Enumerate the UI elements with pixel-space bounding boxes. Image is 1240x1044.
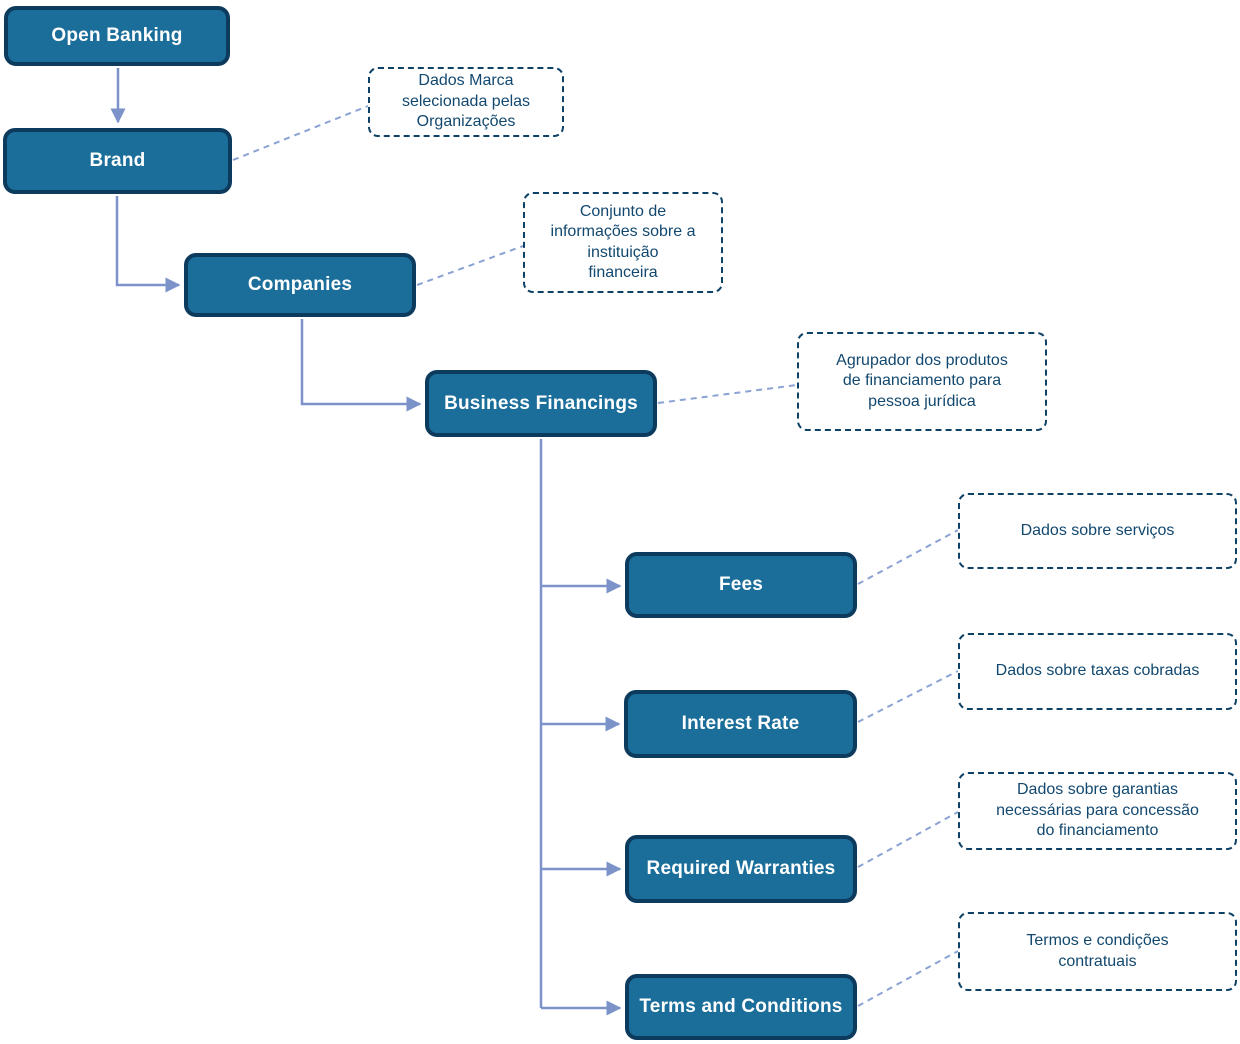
connector-brand-companies — [115, 196, 181, 293]
node-open-banking: Open Banking — [4, 6, 230, 66]
callout-fees-note-text: Dados sobre serviços — [1020, 521, 1175, 539]
node-terms-and-conditions-label: Terms and Conditions — [639, 996, 843, 1017]
node-interest-rate-label: Interest Rate — [681, 713, 800, 734]
node-required-warranties: Required Warranties — [625, 835, 857, 903]
callout-business-financings-note: Agrupador dos produtos de financiamento … — [797, 332, 1047, 431]
node-companies-label: Companies — [247, 274, 353, 295]
node-business-financings-label: Business Financings — [444, 392, 638, 414]
callout-interest-rate-note-text: Dados sobre taxas cobradas — [995, 662, 1200, 680]
callout-required-warranties-note-text: Dados sobre garantias necessárias para c… — [996, 781, 1199, 840]
callout-companies-note: Conjunto de informações sobre a institui… — [523, 192, 723, 293]
note-connector-business-financings — [657, 384, 798, 404]
node-terms-and-conditions: Terms and Conditions — [625, 974, 857, 1040]
callout-business-financings-note-text: Agrupador dos produtos de financiamento … — [836, 351, 1008, 410]
note-connector-companies — [416, 245, 524, 286]
callout-brand-note-text: Dados Marca selecionada pelas Organizaçõ… — [401, 72, 531, 131]
callout-terms-and-conditions-note-text: Termos e condições contratuais — [1026, 932, 1169, 970]
note-connector-interest-rate — [857, 670, 959, 723]
node-fees: Fees — [625, 552, 857, 618]
callout-companies-note-text: Conjunto de informações sobre a institui… — [550, 202, 696, 281]
node-interest-rate: Interest Rate — [624, 690, 857, 758]
note-connector-fees — [857, 529, 959, 585]
callout-terms-and-conditions-note: Termos e condições contratuais — [958, 912, 1237, 991]
connector-companies-business-financings — [300, 319, 422, 412]
callout-interest-rate-note: Dados sobre taxas cobradas — [958, 633, 1237, 710]
node-required-warranties-label: Required Warranties — [646, 858, 836, 879]
note-connector-brand — [232, 105, 369, 161]
node-fees-label: Fees — [718, 574, 764, 595]
node-business-financings: Business Financings — [425, 370, 657, 437]
node-companies: Companies — [184, 253, 416, 317]
node-brand-label: Brand — [89, 150, 146, 171]
note-connector-required-warranties — [857, 811, 959, 868]
callout-required-warranties-note: Dados sobre garantias necessárias para c… — [958, 772, 1237, 850]
note-connector-terms-and-conditions — [857, 950, 959, 1007]
node-open-banking-label: Open Banking — [51, 25, 183, 46]
callout-brand-note: Dados Marca selecionada pelas Organizaçõ… — [368, 67, 564, 137]
node-brand: Brand — [3, 128, 232, 194]
callout-fees-note: Dados sobre serviços — [958, 493, 1237, 569]
